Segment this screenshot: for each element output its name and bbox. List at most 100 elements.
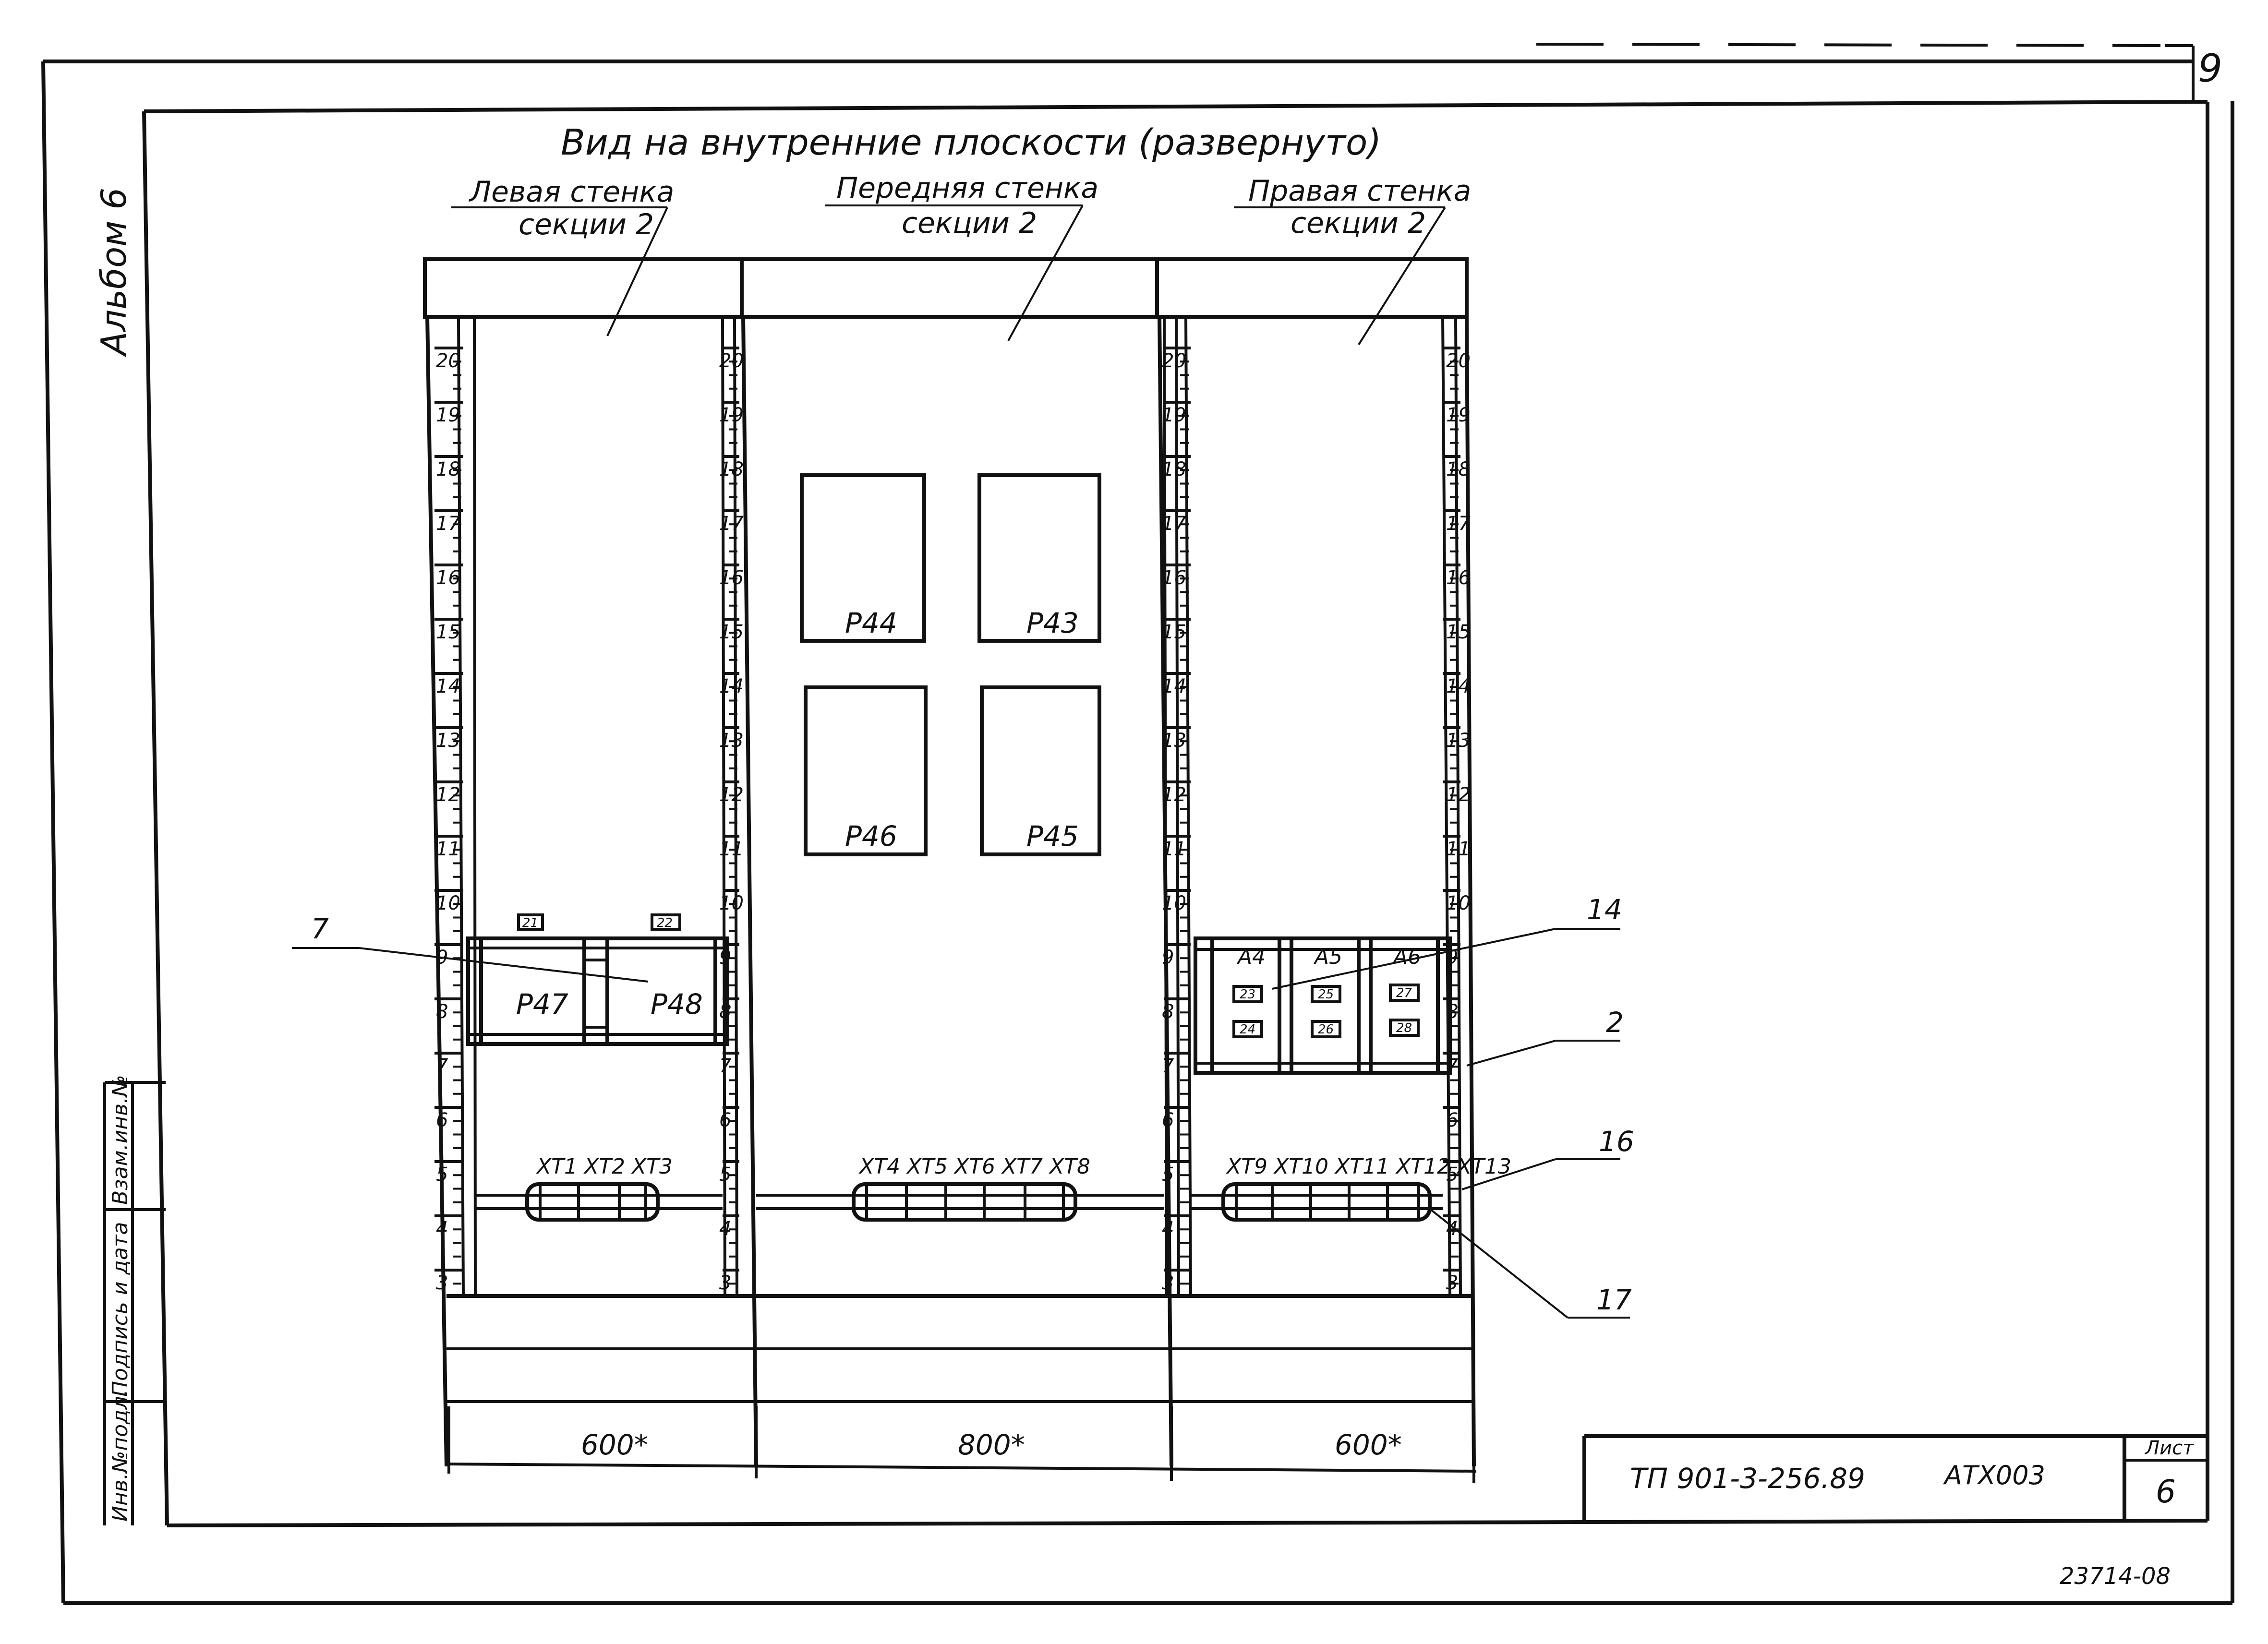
rail-right-inner-number: 15 bbox=[1446, 621, 1471, 643]
marker-22: 22 bbox=[657, 916, 673, 930]
rail-right-inner-number: 11 bbox=[1446, 838, 1471, 860]
marker-26: 26 bbox=[1318, 1022, 1334, 1037]
rail-left-inner-number: 13 bbox=[719, 730, 744, 752]
relay-r44: Р44 bbox=[845, 607, 897, 639]
sheet-corner-number: 9 bbox=[2198, 46, 2222, 91]
rail-left-inner-number: 6 bbox=[719, 1109, 731, 1131]
right-modules: А4 А5 А6 23 24 25 26 27 28 bbox=[1194, 936, 1452, 1075]
relay-r47: Р47 bbox=[516, 988, 568, 1020]
callout-17: 17 bbox=[1596, 1284, 1632, 1316]
rail-left-outer-number: 12 bbox=[436, 784, 460, 806]
rail-left-outer-number: 18 bbox=[436, 458, 460, 480]
callouts: 7 14 2 16 17 bbox=[292, 893, 1634, 1319]
rail-right-outer-number: 15 bbox=[1162, 621, 1186, 643]
title-block: ТП 901-3-256.89 АТХ003 Лист 6 bbox=[1582, 1434, 2208, 1521]
title-doc: АТХ003 bbox=[1943, 1460, 2045, 1490]
rail-right-outer-number: 6 bbox=[1162, 1109, 1174, 1131]
rail-left-outer-number: 20 bbox=[436, 350, 460, 372]
terminal-rails: ХТ1 ХТ2 ХТ3 ХТ4 ХТ5 ХТ6 ХТ7 ХТ8 ХТ9 ХТ10… bbox=[475, 1154, 1511, 1222]
rail-left-outer-number: 10 bbox=[436, 892, 460, 914]
title-sheet-label: Лист bbox=[2144, 1437, 2195, 1459]
relay-r45: Р45 bbox=[1026, 820, 1079, 852]
album-label: Альбом 6 bbox=[94, 188, 134, 357]
rail-right-inner-number: 17 bbox=[1446, 513, 1471, 535]
rail-left-outer-number: 3 bbox=[436, 1272, 448, 1294]
rail-right-inner-number: 13 bbox=[1446, 730, 1471, 752]
rail-left-inner-number: 10 bbox=[719, 892, 744, 914]
rail-left-inner-number: 20 bbox=[719, 350, 744, 372]
left-relays: 21 22 Р47 Р48 bbox=[466, 913, 729, 1046]
rail-left-inner-number: 11 bbox=[719, 838, 744, 860]
rail-right-outer-number: 8 bbox=[1162, 1001, 1174, 1023]
rail-left-outer-number: 6 bbox=[436, 1109, 448, 1131]
relay-r43: Р43 bbox=[1026, 607, 1079, 639]
rail-left-inner-number: 3 bbox=[719, 1272, 731, 1294]
bottom-number: 23714-08 bbox=[2060, 1563, 2171, 1590]
rail-right-outer-number: 19 bbox=[1162, 404, 1186, 426]
rail-right-outer-number: 9 bbox=[1162, 947, 1174, 969]
rail-right-outer-number: 16 bbox=[1162, 567, 1186, 589]
module-a4: А4 bbox=[1236, 945, 1266, 969]
rail-right-outer-number: 18 bbox=[1162, 458, 1186, 480]
rail-right-outer-number: 12 bbox=[1162, 784, 1186, 806]
rail-left-outer-number: 19 bbox=[436, 404, 460, 426]
sheet-frame bbox=[41, 43, 2234, 1605]
rail-right-outer-number: 5 bbox=[1162, 1164, 1174, 1186]
rail-left-outer-number: 4 bbox=[436, 1218, 448, 1240]
rail-right-outer-number: 20 bbox=[1162, 350, 1186, 372]
rail-right-outer-number: 10 bbox=[1162, 892, 1186, 914]
rail-right-outer-number: 3 bbox=[1162, 1272, 1174, 1294]
rail-right-inner-number: 10 bbox=[1446, 892, 1471, 914]
rail-right-inner-number: 6 bbox=[1446, 1109, 1458, 1131]
rail-left-outer-number: 13 bbox=[436, 730, 460, 752]
marker-25: 25 bbox=[1318, 987, 1334, 1002]
stamp-podpis: Подпись и дата bbox=[108, 1222, 133, 1397]
left-wall-label-line2: секции 2 bbox=[519, 208, 654, 241]
rail-left-outer-number: 5 bbox=[436, 1164, 448, 1186]
dim-right-600: 600* bbox=[1335, 1428, 1402, 1461]
rail-right-inner-number: 16 bbox=[1446, 567, 1471, 589]
rail-right-outer-number: 17 bbox=[1162, 513, 1186, 535]
marker-28: 28 bbox=[1396, 1021, 1412, 1035]
rail-left-inner-number: 18 bbox=[719, 458, 744, 480]
rail-left-inner-number: 17 bbox=[719, 513, 744, 535]
rail-left-outer-number: 7 bbox=[436, 1055, 448, 1077]
left-wall-label-line1: Левая стенка bbox=[469, 175, 674, 209]
title-sheet-number: 6 bbox=[2156, 1473, 2176, 1510]
rail-left-inner-number: 14 bbox=[719, 675, 744, 697]
marker-27: 27 bbox=[1396, 986, 1412, 1000]
rail-right-outer-number: 11 bbox=[1162, 838, 1186, 860]
rail-right-inner-number: 19 bbox=[1446, 404, 1471, 426]
front-wall-label-line2: секции 2 bbox=[902, 206, 1037, 240]
view-title: Вид на внутренние плоскости (развернуто) bbox=[561, 122, 1381, 163]
rail-left-outer-number: 15 bbox=[436, 621, 460, 643]
right-wall-label-line2: секции 2 bbox=[1291, 206, 1426, 240]
rail-left-inner-number: 4 bbox=[719, 1218, 731, 1240]
callout-16: 16 bbox=[1599, 1125, 1634, 1158]
rail-left-inner-number: 7 bbox=[719, 1055, 732, 1077]
stamp-vzam: Взам.инв.№ bbox=[108, 1075, 133, 1205]
rail-left-outer-number: 14 bbox=[436, 675, 460, 697]
front-wall-label-line1: Передняя стенка bbox=[836, 171, 1098, 205]
rail-right-outer-number: 14 bbox=[1162, 675, 1186, 697]
rail-left-outer-number: 17 bbox=[436, 513, 460, 535]
rail-left-inner-number: 15 bbox=[719, 621, 744, 643]
marker-24: 24 bbox=[1240, 1022, 1255, 1037]
terminals-left: ХТ1 ХТ2 ХТ3 bbox=[536, 1154, 673, 1179]
rail-right-inner-number: 5 bbox=[1446, 1164, 1458, 1186]
side-stamp: Инв.№подл. Подпись и дата Взам.инв.№ bbox=[103, 1075, 166, 1525]
terminals-right: ХТ9 ХТ10 ХТ11 ХТ12 ХТ13 bbox=[1226, 1154, 1511, 1179]
dimensions: 600* 800* 600* bbox=[447, 1406, 1477, 1483]
cabinet-outline bbox=[423, 257, 1476, 1467]
rail-right-inner-number: 14 bbox=[1446, 675, 1471, 697]
rail-right-outer-number: 7 bbox=[1162, 1055, 1174, 1077]
rail-right-outer-number: 4 bbox=[1162, 1218, 1174, 1240]
relay-r48: Р48 bbox=[651, 988, 703, 1020]
callout-7: 7 bbox=[311, 912, 329, 945]
title-code: ТП 901-3-256.89 bbox=[1630, 1462, 1865, 1495]
rail-left-outer-number: 16 bbox=[436, 567, 460, 589]
rail-left-outer-number: 8 bbox=[436, 1001, 448, 1023]
marker-23: 23 bbox=[1240, 987, 1255, 1002]
rail-right-inner-number: 18 bbox=[1446, 458, 1471, 480]
wall-labels: Левая стенка секции 2 Передняя стенка се… bbox=[451, 171, 1471, 346]
